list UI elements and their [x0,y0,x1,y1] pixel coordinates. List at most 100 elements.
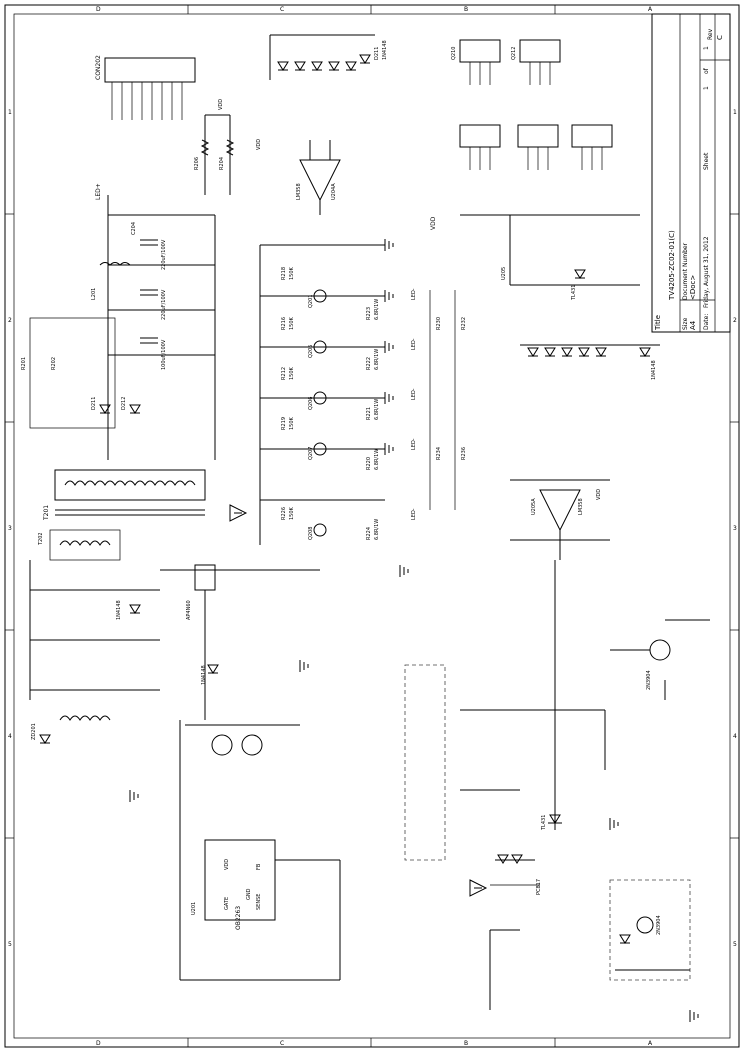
sensing-resistors: R230 R232 R234 R236 [429,290,467,510]
q-npn-bottom: 2N3904 [656,915,662,935]
of-label: of [703,67,710,74]
sheet-label: Sheet [703,152,710,170]
t202-label: T202 [38,532,44,546]
feedback-optocoupler: PC817 [404,664,542,1010]
q208-label: Q208 [308,527,314,540]
r218-label: R218 [281,267,287,280]
zone-letter-a-bottom: A [648,1040,653,1047]
zone-number-2-right: 2 [733,317,737,324]
zone-number-3: 3 [8,525,12,532]
r220-label: R220 [366,457,372,470]
r222-value: 6.8R/1W [374,349,380,370]
zone-number-4: 4 [8,733,12,740]
zone-number-3-right: 3 [733,525,737,532]
u205-label: U205 [501,267,507,280]
zone-number-2: 2 [8,317,12,324]
ground-icon [129,565,699,1022]
document-number-value: <Doc> [689,275,697,300]
pin-fb: FB [256,863,262,870]
led-minus-2: LED- [411,338,417,350]
led-minus-4: LED- [411,438,417,450]
r223-label: R223 [366,307,372,320]
r219-value: 150K [289,416,295,430]
r234-label: R234 [436,447,442,460]
npn-q212: 2N3904 [610,619,710,700]
document-number-label: Document Number [682,242,689,300]
zone-number-4-right: 4 [733,733,737,740]
r220-value: 6.8R/1W [374,449,380,470]
vdd-label-right: VDD [596,489,602,500]
d211-label: D211 [91,397,97,410]
zone-letter-b-bottom: B [464,1040,468,1047]
zd201-label: ZD201 [31,723,37,740]
bias-resistors: R206 R204 [194,114,235,195]
r221-label: R221 [366,407,372,420]
q207-label: Q207 [308,447,314,460]
vdd-label-top: VDD [256,139,262,150]
optocoupler-label: PC817 [536,879,542,895]
r236-label: R236 [461,447,467,460]
zone-number-1: 1 [8,109,12,116]
con202-label: CON202 [95,55,102,80]
r209-label: R206 [194,157,200,170]
mosfet-switch: AP4N60 1N4148 [160,564,320,756]
mosfet-label: AP4N60 [186,600,192,620]
c202-value: 100uF/100V [161,339,167,370]
r232-label: R232 [461,317,467,330]
tl431-feedback-label: TL431 [541,815,547,831]
inductor-label: L201 [91,288,97,300]
r202-label: R202 [51,357,57,370]
r216-value: 150K [289,316,295,330]
q206-label: Q206 [308,397,314,410]
zone-number-1-right: 1 [733,109,737,116]
hazard-warning-icon [229,504,248,522]
vdd-label-reg: VDD [430,216,437,230]
r226-label: R226 [281,507,287,520]
opamp-u205a: LM358 U205A VDD [510,479,610,560]
r221-value: 6.8R/1W [374,399,380,420]
r218-value: 150K [289,266,295,280]
r219-label: R219 [281,417,287,430]
led-channel-drivers: Q201 Q205 Q206 Q207 Q208 R223 6.8R/1W R2… [259,239,417,545]
c208-value: 220uF/100V [161,289,167,320]
drawing-frame [4,4,740,1048]
t201-label: T201 [43,505,50,521]
title-label: Title [654,315,662,331]
pin-sense: SENSE [256,894,262,910]
diode-4148-label: 1N4148 [116,600,122,620]
primary-winding-section: T202 1N4148 ZD201 [29,529,160,744]
ic-pwm-ref: U201 [191,902,197,915]
r212-value: 150K [289,366,295,380]
lm358-right-label: LM358 [578,498,584,515]
zone-letter-b: B [464,6,468,13]
q205-label: Q205 [308,345,314,358]
q-npn-label: 2N3904 [646,670,652,690]
rev-value: C [716,35,724,40]
led-minus-3: LED- [411,388,417,400]
tl431-label: TL431 [571,285,577,301]
zone-number-5-right: 5 [733,941,737,948]
d-4148-right: 1N4148 [651,360,657,380]
size-value: A4 [689,320,697,330]
ic-pwm-label: OB2263 [235,906,242,930]
opamp-u204a: LM358 U204A VDD VDD [218,99,341,215]
pin-gnd: GND [246,888,252,900]
r223-value: 6.8R/1W [374,299,380,320]
secondary-rectifier: D211 D212 R201 R202 [21,317,141,429]
d212-label: D212 [121,397,127,410]
title-block: Title TV4205-ZC02-01(C) Size A4 Document… [651,13,731,333]
pwm-controller: OB2263 GATE VDD SENSE FB GND U201 [179,720,341,981]
top-led-string: D211 1N4148 [269,34,388,80]
date-value: Friday, August 31, 2012 [703,236,710,308]
r226-value: 150K [289,506,295,520]
feedback-tl431: TL431 [460,560,606,831]
zone-letter-a: A [648,6,653,13]
indicator-diode-row: 1N4148 [520,344,660,380]
led-plus-label: LED+ [95,183,102,200]
bottom-right-block: 2N3904 [609,879,691,981]
title-value: TV4205-ZC02-01(C) [668,230,676,301]
r230-label: R230 [436,317,442,330]
d211-top-value: 1N4148 [382,40,388,60]
r216-label: R216 [281,317,287,330]
